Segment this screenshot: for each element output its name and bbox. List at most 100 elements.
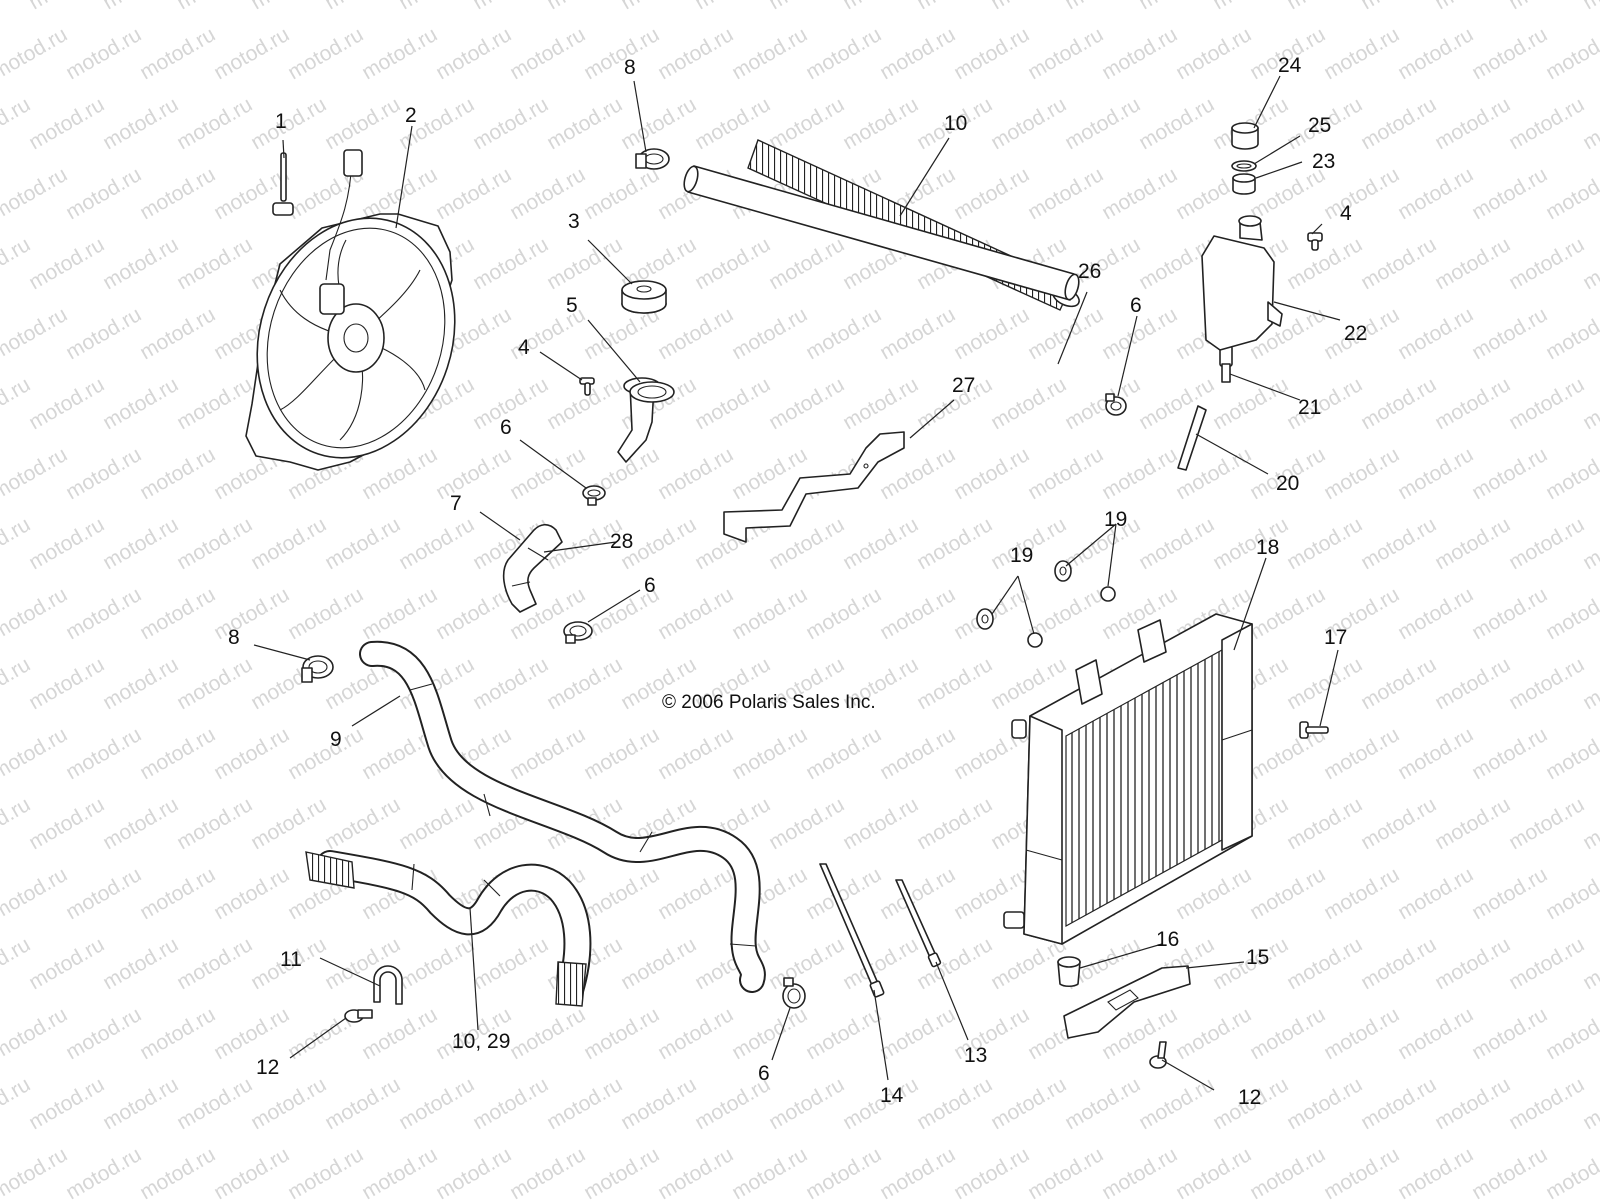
watermark-text: motod.ru (173, 933, 256, 994)
watermark-text: motod.ru (1357, 93, 1440, 154)
watermark-text: motod.ru (876, 1003, 959, 1064)
watermark-text: motod.ru (25, 93, 108, 154)
watermark-text: motod.ru (1357, 233, 1440, 294)
watermark-text: motod.ru (1209, 513, 1292, 574)
watermark-text: motod.ru (1579, 933, 1600, 994)
watermark-text: motod.ru (469, 653, 552, 714)
watermark-text: motod.ru (1542, 163, 1600, 224)
watermark-text: motod.ru (654, 443, 737, 504)
watermark-text: motod.ru (802, 1143, 885, 1200)
watermark-text: motod.ru (1098, 163, 1181, 224)
part-3-radiator-cap (621, 280, 667, 314)
watermark-text: motod.ru (691, 0, 774, 14)
watermark-text: motod.ru (25, 793, 108, 854)
watermark-text: motod.ru (136, 163, 219, 224)
watermark-text: motod.ru (321, 1073, 404, 1134)
watermark-text: motod.ru (321, 793, 404, 854)
watermark-text: motod.ru (25, 373, 108, 434)
watermark-text: motod.ru (1468, 163, 1551, 224)
watermark-text: motod.ru (1320, 863, 1403, 924)
watermark-text: motod.ru (99, 933, 182, 994)
watermark-text: motod.ru (173, 93, 256, 154)
watermark-text: motod.ru (284, 1143, 367, 1200)
watermark-text: motod.ru (1209, 0, 1292, 14)
watermark-text: motod.ru (1061, 373, 1144, 434)
watermark-text: motod.ru (802, 583, 885, 644)
callout-17: 17 (1324, 626, 1347, 649)
watermark-text: motod.ru (1431, 653, 1514, 714)
watermark-text: motod.ru (247, 1073, 330, 1134)
part-16-grommet (1057, 956, 1081, 988)
watermark-text: motod.ru (25, 1073, 108, 1134)
watermark-text: motod.ru (543, 1073, 626, 1134)
watermark-text: motod.ru (25, 653, 108, 714)
part-4-bolt-b (1307, 232, 1323, 251)
watermark-text: motod.ru (1505, 653, 1588, 714)
watermark-text: motod.ru (358, 1143, 441, 1200)
callout-10-29: 10, 29 (452, 1030, 510, 1053)
watermark-text: motod.ru (1505, 1073, 1588, 1134)
watermark-text: motod.ru (0, 933, 34, 994)
watermark-text: motod.ru (1542, 1143, 1600, 1200)
watermark-text: motod.ru (1283, 1073, 1366, 1134)
part-5-filler-neck (617, 377, 675, 463)
watermark-text: motod.ru (1283, 233, 1366, 294)
watermark-text: motod.ru (1246, 583, 1329, 644)
watermark-text: motod.ru (469, 933, 552, 994)
callout-4: 4 (1340, 202, 1352, 225)
watermark-text: motod.ru (876, 1143, 959, 1200)
watermark-text: motod.ru (395, 1073, 478, 1134)
callout-27: 27 (952, 374, 975, 397)
watermark-text: motod.ru (99, 1073, 182, 1134)
watermark-text: motod.ru (99, 793, 182, 854)
watermark-text: motod.ru (802, 723, 885, 784)
watermark-text: motod.ru (1505, 933, 1588, 994)
watermark-text: motod.ru (765, 93, 848, 154)
part-6-clamp-b (1105, 393, 1127, 416)
watermark-text: motod.ru (950, 443, 1033, 504)
watermark-text: motod.ru (432, 583, 515, 644)
watermark-text: motod.ru (210, 723, 293, 784)
watermark-text: motod.ru (580, 1143, 663, 1200)
watermark-text: motod.ru (62, 23, 145, 84)
callout-24: 24 (1278, 54, 1302, 77)
watermark-text: motod.ru (247, 0, 330, 14)
watermark-text: motod.ru (765, 233, 848, 294)
watermark-text: motod.ru (469, 0, 552, 14)
part-14-rod (819, 863, 885, 998)
callout-20: 20 (1276, 472, 1299, 495)
callout-12: 12 (256, 1056, 279, 1079)
part-2-fan-assembly (245, 149, 456, 471)
watermark-text: motod.ru (1431, 933, 1514, 994)
watermark-text: motod.ru (765, 793, 848, 854)
watermark-text: motod.ru (654, 303, 737, 364)
watermark-text: motod.ru (62, 863, 145, 924)
watermark-text: motod.ru (1468, 303, 1551, 364)
callout-15: 15 (1246, 946, 1269, 969)
watermark-text: motod.ru (913, 653, 996, 714)
watermark-text: motod.ru (1468, 583, 1551, 644)
callout-18: 18 (1256, 536, 1279, 559)
watermark-text: motod.ru (1320, 1003, 1403, 1064)
watermark-text: motod.ru (1431, 513, 1514, 574)
watermark-text: motod.ru (1024, 443, 1107, 504)
watermark-text: motod.ru (1431, 0, 1514, 14)
watermark-text: motod.ru (1357, 1073, 1440, 1134)
watermark-text: motod.ru (839, 373, 922, 434)
watermark-text: motod.ru (210, 1143, 293, 1200)
watermark-text: motod.ru (1061, 1073, 1144, 1134)
callout-6: 6 (758, 1062, 770, 1085)
watermark-text: motod.ru (1505, 793, 1588, 854)
callout-23: 23 (1312, 150, 1335, 173)
watermark-text: motod.ru (691, 373, 774, 434)
watermark-text: motod.ru (580, 23, 663, 84)
watermark-text: motod.ru (876, 303, 959, 364)
watermark-text: motod.ru (136, 863, 219, 924)
watermark-text: motod.ru (506, 443, 589, 504)
watermark-text: motod.ru (1283, 0, 1366, 14)
callout-3: 3 (568, 210, 580, 233)
watermark-text: motod.ru (1061, 513, 1144, 574)
part-27-bracket (723, 431, 905, 543)
watermark-text: motod.ru (1542, 23, 1600, 84)
watermark-text: motod.ru (0, 723, 71, 784)
